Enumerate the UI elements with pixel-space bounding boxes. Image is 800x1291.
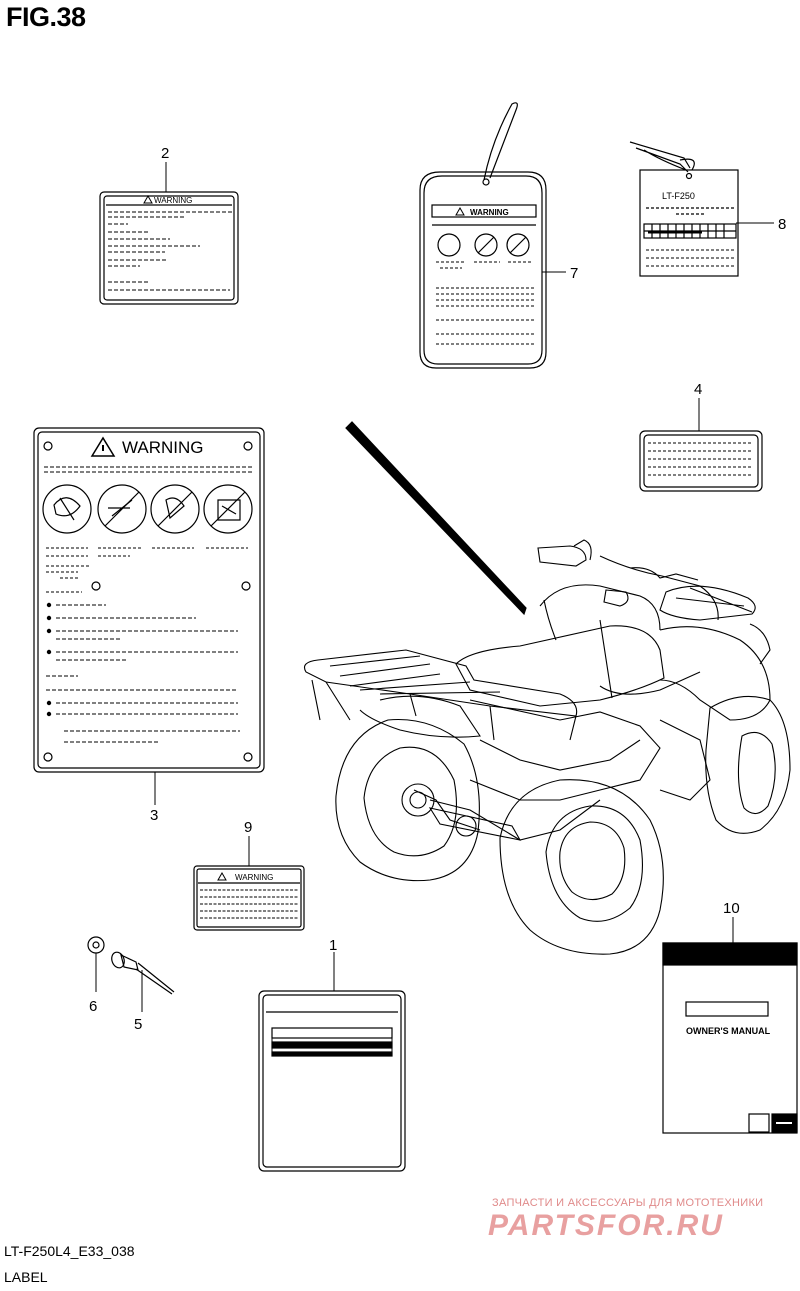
label-7-warning-text: WARNING [470, 208, 509, 217]
callout-8: 8 [778, 216, 786, 233]
leader-lines [95, 162, 774, 1012]
label-4[interactable] [639, 430, 763, 492]
atv-outline [303, 539, 791, 955]
callout-2: 2 [161, 145, 169, 162]
label-9-warning-text: WARNING [235, 873, 273, 882]
callout-numbers: 1 2 3 4 5 6 7 8 9 10 [89, 145, 786, 1033]
item-5-rivet[interactable] [110, 950, 175, 995]
callout-5: 5 [134, 1016, 142, 1033]
label-3-large-warning[interactable] [33, 427, 265, 773]
label-2-warning-text: WARNING [154, 196, 192, 205]
label-1[interactable] [258, 990, 406, 1172]
label-8-model-text: LT-F250 [662, 191, 695, 201]
label-3-warning-text: WARNING [122, 438, 204, 457]
callout-10: 10 [723, 900, 740, 917]
watermark-tagline: ЗАПЧАСТИ И АКСЕССУАРЫ ДЛЯ МОТОТЕХНИКИ [492, 1197, 764, 1209]
callout-3: 3 [150, 807, 158, 824]
callout-4: 4 [694, 381, 702, 398]
figure-name: LABEL [4, 1269, 48, 1285]
label-2-small-warning[interactable] [99, 191, 239, 305]
figure-title: FIG.38 [6, 2, 86, 32]
label-8-tag[interactable] [629, 141, 739, 277]
item-10-owners-manual[interactable] [662, 942, 798, 1134]
callout-6: 6 [89, 998, 97, 1015]
item-6-washer[interactable] [87, 936, 105, 954]
label-7-hang-tag[interactable] [419, 102, 547, 369]
callout-1: 1 [329, 937, 337, 954]
watermark-logo: PARTSFOR.RU [488, 1209, 724, 1242]
location-arrow [345, 421, 527, 616]
callout-7: 7 [570, 265, 578, 282]
callout-9: 9 [244, 819, 252, 836]
manual-title-text: OWNER'S MANUAL [686, 1026, 771, 1036]
figure-code: LT-F250L4_E33_038 [4, 1243, 135, 1259]
